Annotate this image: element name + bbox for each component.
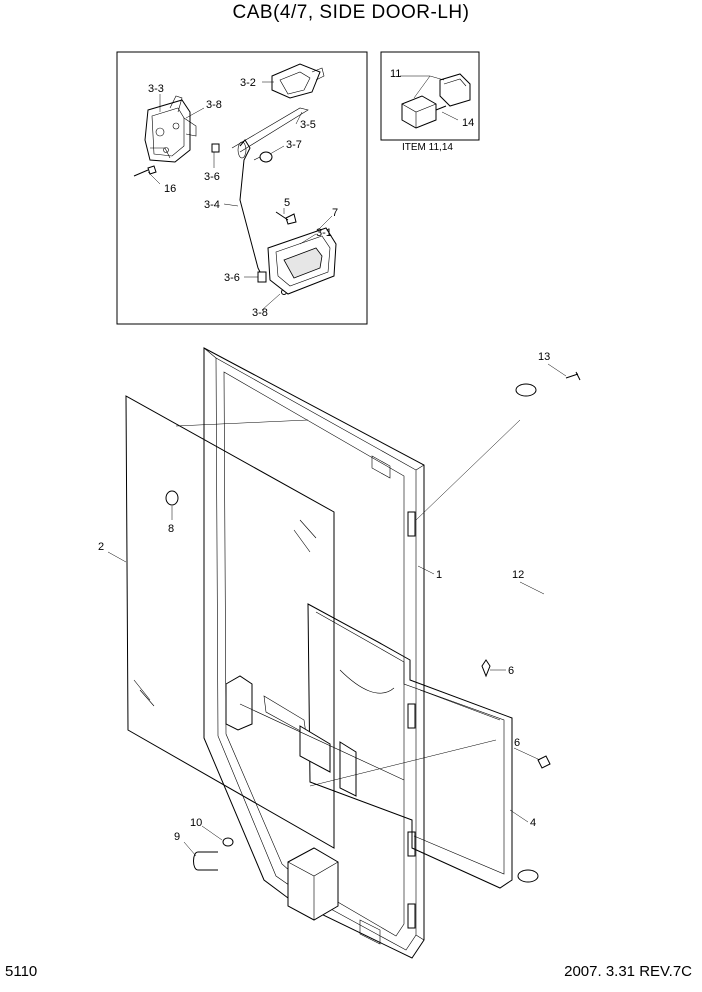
cover-11	[439, 73, 471, 107]
page-title: CAB(4/7, SIDE DOOR-LH)	[232, 2, 470, 23]
glass-2	[125, 395, 335, 849]
clip-3-6-lower	[257, 271, 267, 283]
callout-3-8-lower: 3-8	[252, 307, 268, 319]
callout-3-6-lower: 3-6	[224, 272, 240, 284]
callout-13: 13	[538, 351, 550, 363]
callout-5: 5	[284, 197, 290, 209]
clip-3-6-upper	[211, 143, 220, 153]
screw-14	[435, 105, 447, 111]
callout-6-lower: 6	[514, 737, 520, 749]
revision-stamp: 2007. 3.31 REV.7C	[564, 963, 692, 980]
callout-14: 14	[462, 117, 474, 129]
item-detail-box	[380, 51, 480, 141]
grab-rail-12	[514, 381, 562, 883]
callout-3-5: 3-5	[300, 119, 316, 131]
rod-3-4	[239, 139, 263, 277]
callout-2: 2	[98, 541, 104, 553]
callout-3-8-upper: 3-8	[206, 99, 222, 111]
callout-8: 8	[168, 523, 174, 535]
outer-handle-3-1	[267, 227, 337, 295]
bolt-5	[275, 211, 297, 225]
callout-16: 16	[164, 183, 176, 195]
callout-1: 1	[436, 569, 442, 581]
callout-6-upper: 6	[508, 665, 514, 677]
callout-9: 9	[174, 831, 180, 843]
inset-caption: ITEM 11,14	[402, 142, 453, 153]
inner-handle-3-2	[271, 63, 325, 99]
u-bolt-9	[193, 851, 218, 871]
callout-3-4: 3-4	[204, 199, 220, 211]
latch-assembly	[144, 95, 197, 163]
callout-3-6-upper: 3-6	[204, 171, 220, 183]
callout-12: 12	[512, 569, 524, 581]
mount-bracket	[225, 675, 405, 797]
bolt-13	[565, 371, 581, 381]
nut-10	[222, 837, 234, 847]
callout-3-7: 3-7	[286, 139, 302, 151]
callout-3-3: 3-3	[148, 83, 164, 95]
callout-3-2: 3-2	[240, 77, 256, 89]
bolt-16	[133, 165, 157, 177]
cover-11-block	[401, 95, 437, 129]
callout-11: 11	[390, 68, 401, 80]
panel-4	[307, 603, 513, 889]
callout-10: 10	[190, 817, 202, 829]
seal-8	[165, 490, 179, 506]
bolt-6-lower	[537, 755, 551, 769]
leader-lines	[107, 75, 567, 857]
lower-box	[287, 847, 339, 921]
callout-4: 4	[530, 817, 536, 829]
latch-detail-box	[116, 51, 368, 325]
page-number: 5110	[5, 963, 38, 980]
rod-3-5	[231, 107, 309, 153]
door-frame-1	[203, 347, 425, 959]
callout-3-1: 3-1	[316, 227, 332, 239]
callout-7: 7	[332, 207, 338, 219]
bolt-6-upper	[481, 659, 491, 678]
knob-3-7	[253, 151, 273, 163]
